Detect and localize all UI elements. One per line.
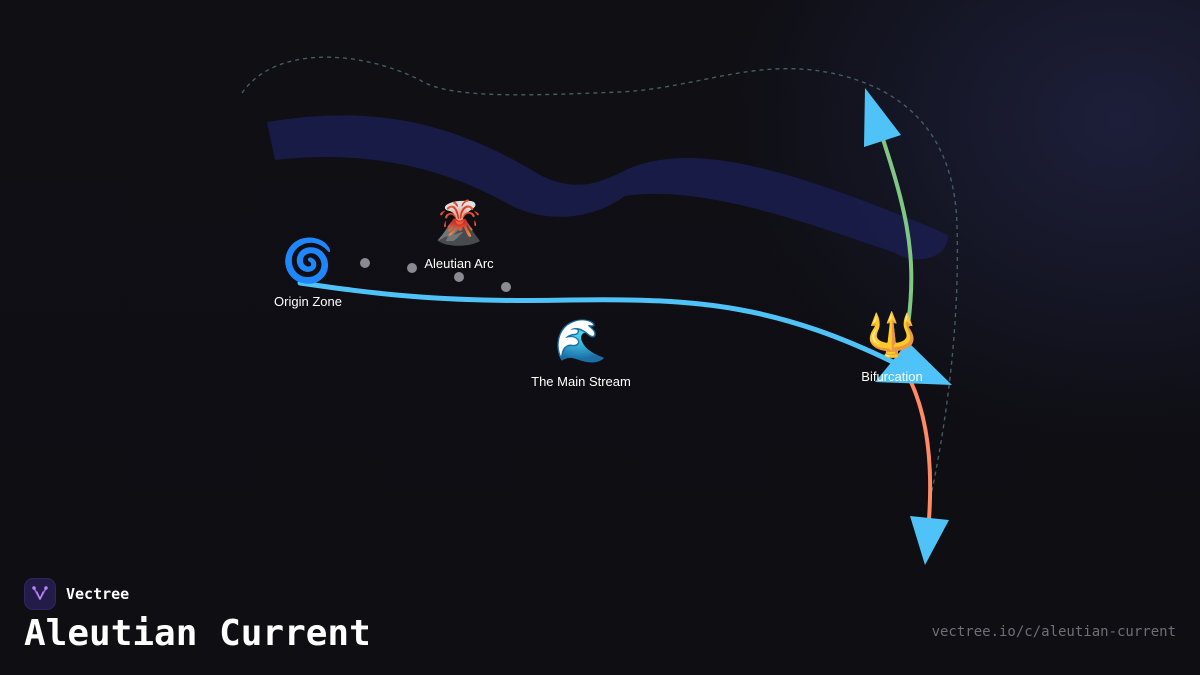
node-label-arc: Aleutian Arc <box>424 256 494 271</box>
node-label-origin: Origin Zone <box>274 294 342 309</box>
path-dot <box>407 263 417 273</box>
node-bifurcation[interactable]: 🔱 Bifurcation <box>861 310 922 384</box>
node-origin-zone[interactable]: 🌀 Origin Zone <box>274 235 342 309</box>
north-branch-path <box>873 113 914 327</box>
path-dot <box>360 258 370 268</box>
node-label-stream: The Main Stream <box>531 374 631 389</box>
node-label-bifurcation: Bifurcation <box>861 369 922 384</box>
vectree-logo-icon <box>24 578 56 610</box>
south-branch-path <box>898 360 933 534</box>
node-main-stream[interactable]: 🌊 The Main Stream <box>531 316 631 389</box>
path-dot <box>501 282 511 292</box>
share-url[interactable]: vectree.io/c/aleutian-current <box>931 624 1176 640</box>
page-title: Aleutian Current <box>24 613 371 654</box>
wave-icon: 🌊 <box>555 316 607 365</box>
trident-icon: 🔱 <box>866 310 918 359</box>
brand[interactable]: Vectree <box>24 577 129 611</box>
main-stream-path <box>297 280 908 371</box>
volcano-icon: 🌋 <box>433 198 485 247</box>
south-arrowhead <box>910 516 949 565</box>
path-dot <box>454 272 464 282</box>
main-arrowhead <box>875 342 952 385</box>
current-band <box>267 115 948 260</box>
brand-name: Vectree <box>66 585 130 603</box>
node-aleutian-arc[interactable]: 🌋 Aleutian Arc <box>424 198 494 271</box>
north-arrowhead <box>864 88 901 147</box>
cyclone-icon: 🌀 <box>282 235 334 285</box>
